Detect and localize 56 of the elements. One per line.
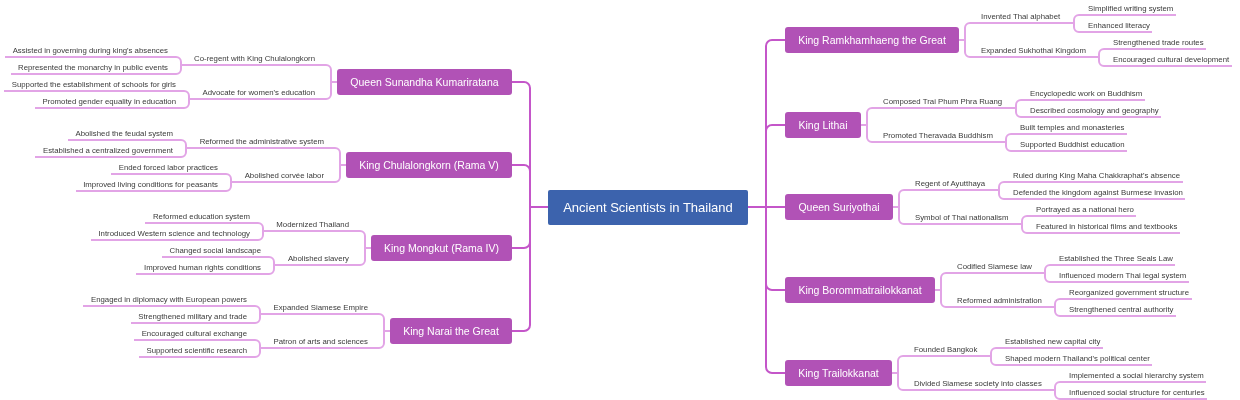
- branch-line: [1004, 141, 1012, 152]
- branch-line: [254, 339, 262, 349]
- branch-line: [1014, 99, 1022, 109]
- branch-line: [1020, 215, 1028, 225]
- branch-line: [225, 181, 233, 192]
- branch-line: [958, 39, 971, 58]
- topic-box: King Lithai: [785, 112, 861, 138]
- branch-line: [1072, 14, 1080, 24]
- branch-line: [1097, 48, 1105, 58]
- topic-box: King Narai the Great: [390, 318, 512, 344]
- branch-line: [268, 256, 276, 266]
- branch-line: [997, 181, 1005, 191]
- branch-line: [180, 139, 188, 149]
- branch-line: [989, 347, 997, 357]
- branch-line: [378, 330, 391, 349]
- topic-box: Queen Sunandha Kumariratana: [337, 69, 512, 95]
- branch-line: [934, 289, 947, 308]
- branch-line: [180, 147, 188, 158]
- branch-line: [325, 81, 338, 100]
- topic-box: King Chulalongkorn (Rama V): [346, 152, 512, 178]
- branch-line: [997, 189, 1005, 200]
- branch-line: [1043, 264, 1051, 274]
- branch-line: [183, 90, 191, 100]
- branch-line: [1004, 133, 1012, 143]
- branch-line: [175, 56, 183, 66]
- topic-box: King Mongkut (Rama IV): [371, 235, 512, 261]
- branch-line: [892, 206, 905, 225]
- branch-line: [257, 222, 265, 232]
- branch-line: [268, 264, 276, 275]
- branch-line: [334, 164, 347, 183]
- branch-line: [891, 372, 904, 391]
- branch-line: [1053, 389, 1061, 400]
- branch-line: [359, 247, 372, 266]
- branch-line: [1053, 306, 1061, 317]
- branch-line: [1053, 298, 1061, 308]
- branch-line: [747, 206, 786, 374]
- branch-line: [257, 230, 265, 241]
- branch-line: [1020, 223, 1028, 234]
- branch-line: [1014, 107, 1022, 118]
- topic-box: King Ramkhamhaeng the Great: [785, 27, 959, 53]
- central-topic-box: Ancient Scientists in Thailand: [548, 190, 748, 225]
- branch-line: [1043, 272, 1051, 283]
- branch-line: [183, 98, 191, 109]
- topic-box: King Borommatrailokkanat: [785, 277, 935, 303]
- branch-line: [1072, 22, 1080, 33]
- branch-line: [254, 313, 262, 324]
- branch-line: [1097, 56, 1105, 67]
- branch-line: [175, 64, 183, 75]
- branch-line: [254, 305, 262, 315]
- branch-line: [1053, 381, 1061, 391]
- topic-box: King Trailokkanat: [785, 360, 892, 386]
- branch-line: [225, 173, 233, 183]
- topic-box: Queen Suriyothai: [785, 194, 893, 220]
- branch-line: [860, 124, 873, 143]
- branch-line: [254, 347, 262, 358]
- branch-line: [989, 355, 997, 366]
